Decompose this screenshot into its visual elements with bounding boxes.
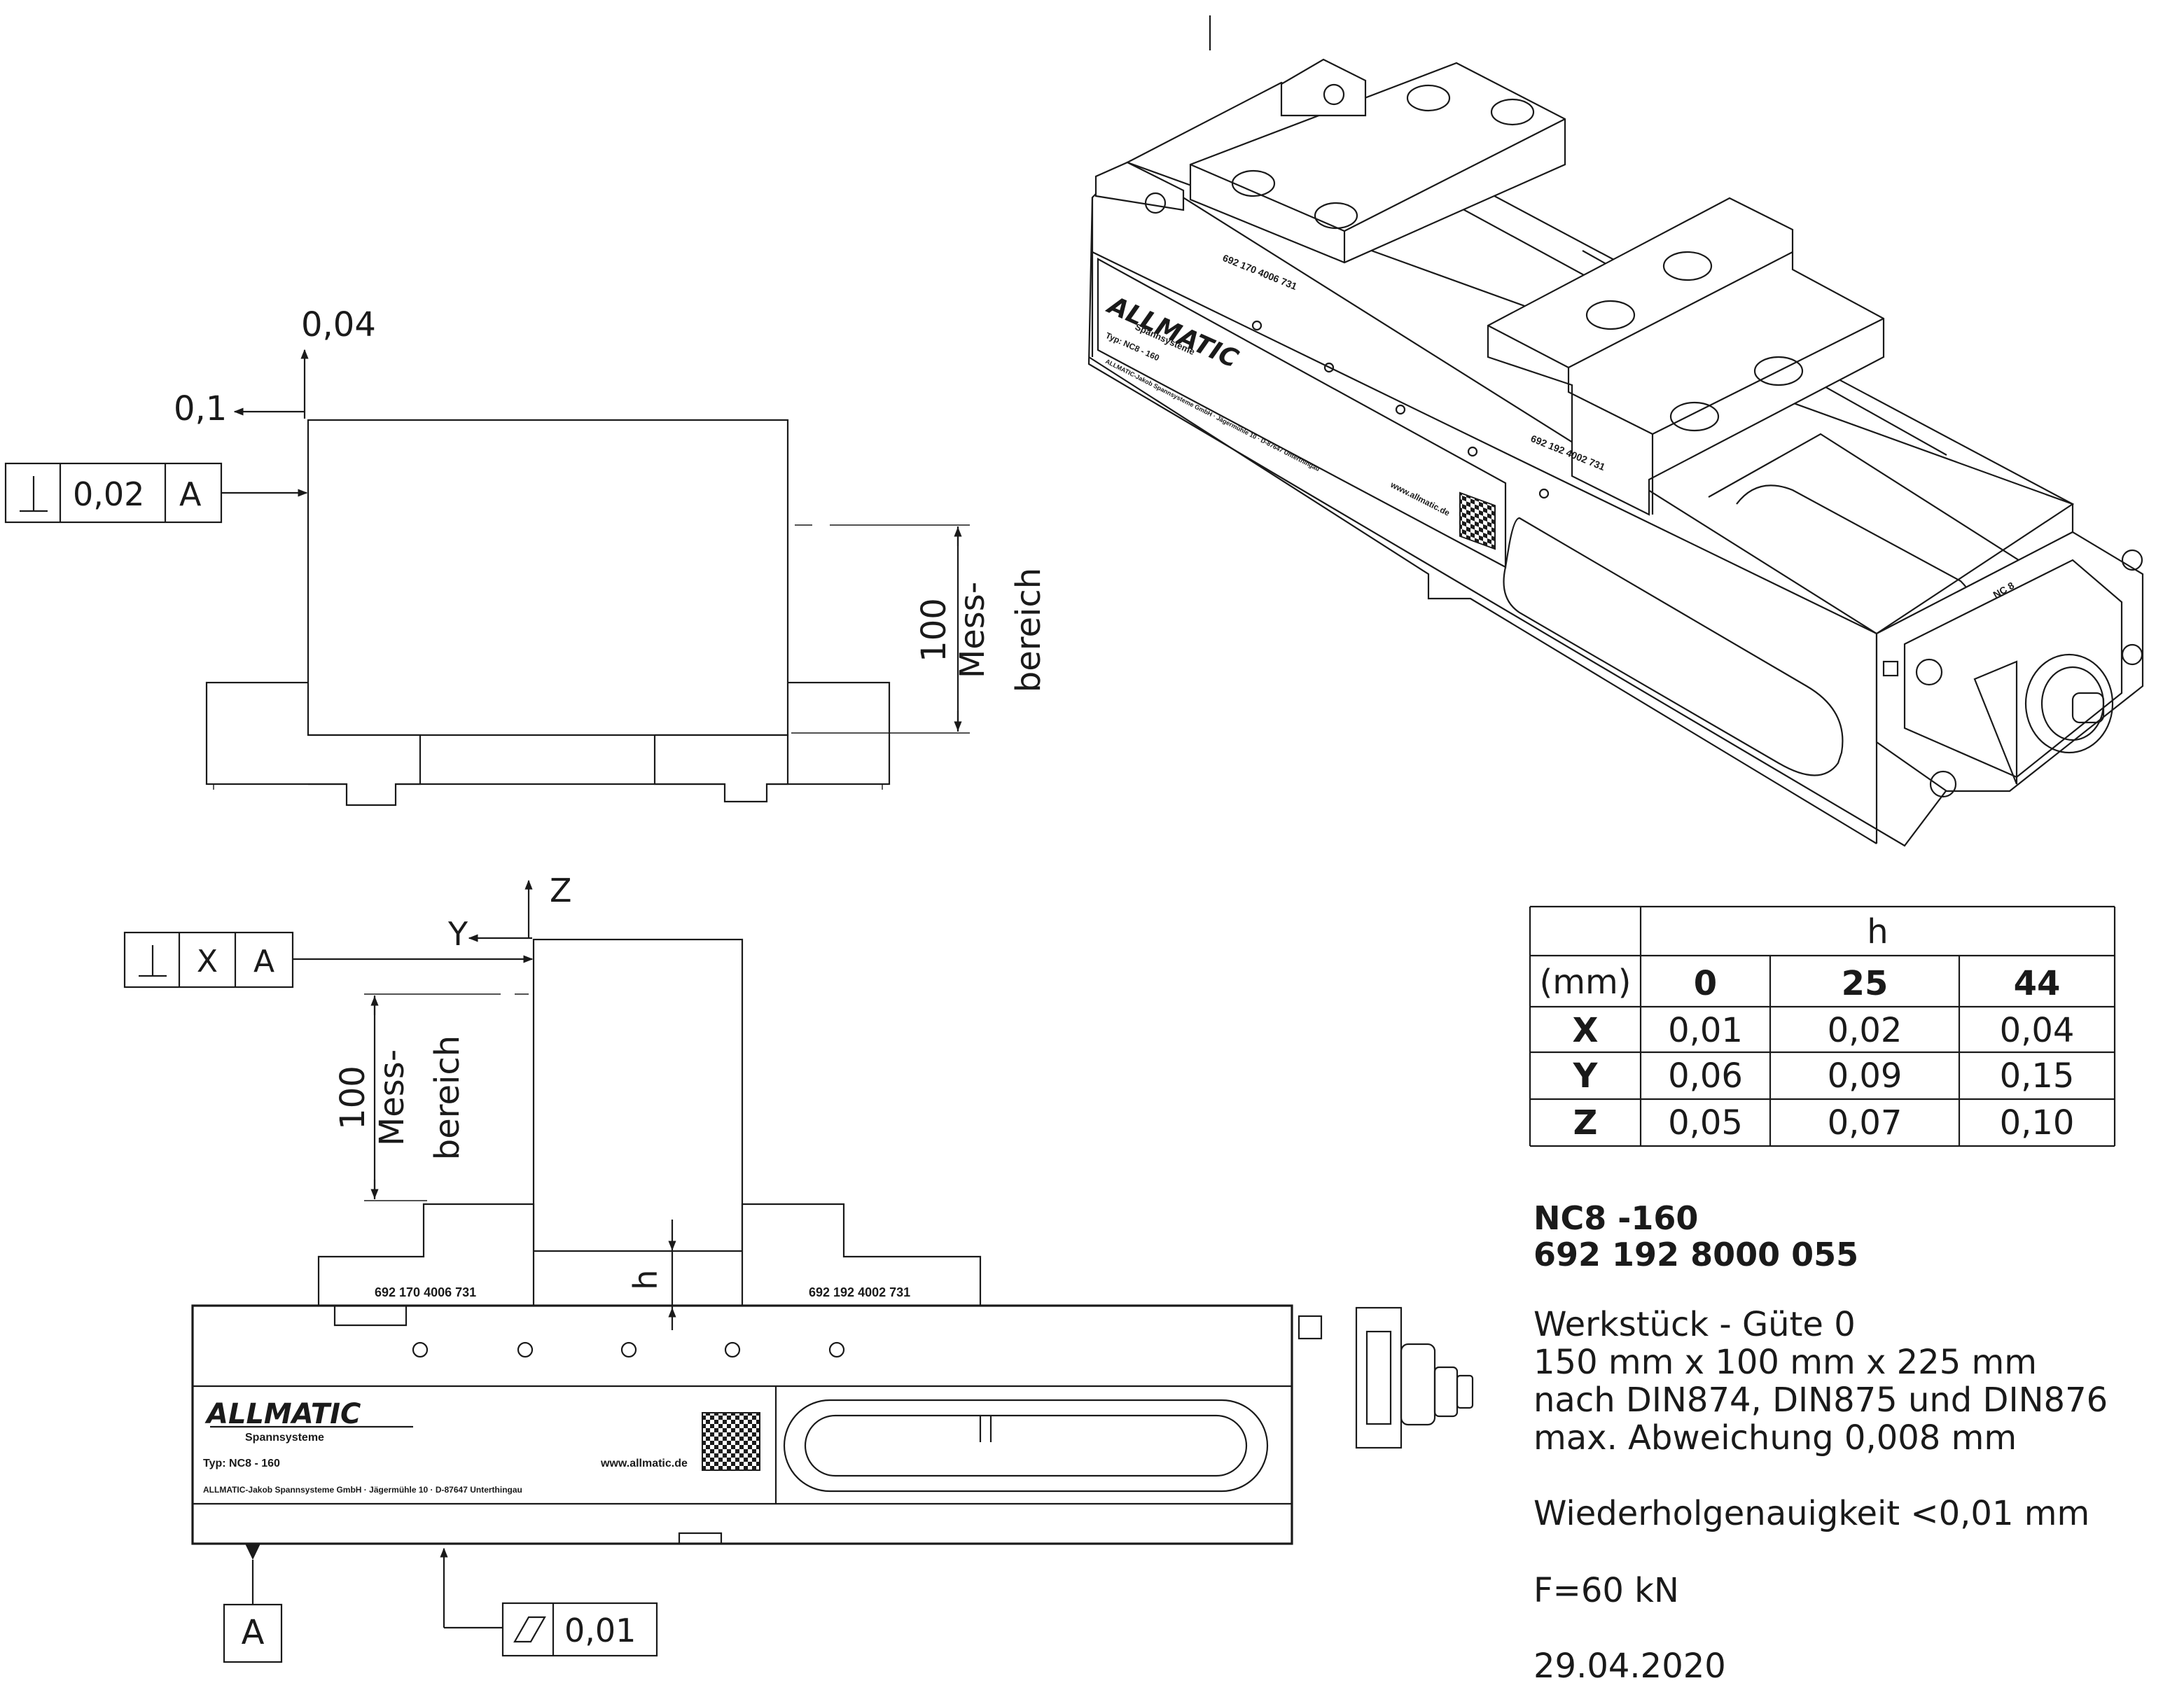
clamping-force: F=60 kN xyxy=(1533,1571,1679,1610)
front-crank-icon xyxy=(1456,1374,1474,1409)
front-dim-label-2: bereich xyxy=(428,1035,467,1160)
iso-end-plate xyxy=(1875,531,2144,792)
part-number: 692 192 8000 055 xyxy=(1533,1236,1858,1273)
table-cell: 0,02 xyxy=(1828,1011,1903,1050)
tol-horizontal-label: 0,1 xyxy=(174,389,227,428)
front-brand-sub: Spannsysteme xyxy=(245,1432,324,1444)
front-jaw-left-code: 692 170 4006 731 xyxy=(375,1285,476,1299)
drawing-date: 29.04.2020 xyxy=(1533,1647,1726,1686)
perpendicularity-value: 0,02 xyxy=(73,475,144,513)
flatness-symbol-icon xyxy=(513,1616,546,1643)
table-cell: 0,01 xyxy=(1668,1011,1743,1050)
iso-jaw-right xyxy=(1487,197,1885,516)
workpiece-deviation: max. Abweichung 0,008 mm xyxy=(1533,1418,2017,1458)
tol-vertical-label: 0,04 xyxy=(301,305,376,344)
top-view-jaw-right xyxy=(653,734,789,803)
perpendicularity-datum: A xyxy=(179,475,202,513)
table-cell: 0,04 xyxy=(2000,1011,2075,1050)
table-cell: 0,05 xyxy=(1668,1103,1743,1143)
table-row-label-z: Z xyxy=(1573,1103,1598,1143)
workpiece-title: Werkstück - Güte 0 xyxy=(1533,1305,1856,1344)
repeatability: Wiederholgenauigkeit <0,01 mm xyxy=(1533,1494,2089,1533)
table-cell: 0,10 xyxy=(2000,1103,2075,1143)
table-header-h: h xyxy=(1867,912,1888,951)
iso-crank-icon xyxy=(2024,653,2114,754)
front-guide-slot xyxy=(783,1399,1269,1493)
table-cell: 0,06 xyxy=(1668,1056,1743,1096)
iso-guide-slot xyxy=(1503,517,1844,776)
table-cell: 0,07 xyxy=(1828,1103,1903,1143)
info-block: NC8 -160 692 192 8000 055 Werkstück - Gü… xyxy=(1533,1199,2108,1686)
table-cell: 0,09 xyxy=(1828,1056,1903,1096)
table-row-label-y: Y xyxy=(1573,1056,1599,1096)
front-jaw-right-code: 692 192 4002 731 xyxy=(809,1285,910,1299)
flatness-value: 0,01 xyxy=(564,1612,636,1649)
model-name: NC8 -160 xyxy=(1533,1199,1698,1237)
axis-y-label: Y xyxy=(447,915,468,953)
iso-qr-code-icon xyxy=(1459,491,1496,550)
table-cell: 0,15 xyxy=(2000,1056,2075,1096)
tolerance-table: h (mm) 0 25 44X 0,01 0,02 0,04Y 0,06 0,09 0,15Z 0,0… xyxy=(1529,905,2116,1147)
axis-z-label: Z xyxy=(550,872,572,909)
front-frame-datum: A xyxy=(253,944,274,979)
top-view-jaw-left xyxy=(308,734,422,806)
front-brand: ALLMATIC xyxy=(204,1398,361,1430)
top-dim-label-1: Mess- xyxy=(953,582,992,678)
front-jaw-right xyxy=(741,1203,982,1306)
table-col-25: 25 xyxy=(1842,964,1889,1003)
isometric-view: ALLMATIC Spannsysteme Typ: NC8 - 160 ALL… xyxy=(1087,58,2144,847)
workpiece-size: 150 mm x 100 mm x 225 mm xyxy=(1533,1343,2037,1382)
front-address: ALLMATIC-Jakob Spannsysteme GmbH · Jäger… xyxy=(203,1485,522,1495)
front-workpiece xyxy=(532,938,744,1252)
top-dim-label-2: bereich xyxy=(1009,568,1048,692)
h-label: h xyxy=(627,1269,665,1290)
front-jaw-left xyxy=(317,1203,535,1306)
top-view-workpiece xyxy=(307,419,789,736)
front-web: www.allmatic.de xyxy=(600,1458,688,1469)
table-header-unit: (mm) xyxy=(1540,963,1632,1002)
top-dim-value: 100 xyxy=(914,598,954,662)
top-view: 0,04 0,1 0,02 A 100 Mess- bereich xyxy=(4,305,1048,806)
front-dim-label-1: Mess- xyxy=(373,1049,412,1146)
front-vice-body xyxy=(191,1304,1293,1545)
front-qr-code-icon xyxy=(702,1412,760,1471)
datum-a-box xyxy=(223,1603,283,1663)
front-type: Typ: NC8 - 160 xyxy=(203,1458,280,1469)
table-col-0: 0 xyxy=(1694,964,1717,1003)
front-nameplate: ALLMATIC Spannsysteme Typ: NC8 - 160 www… xyxy=(203,1398,760,1495)
flatness-frame xyxy=(501,1602,658,1657)
front-view: Z Y X A 100 Mess- bereich 692 170 4006 7… xyxy=(123,872,1474,1663)
table-row-label-x: X xyxy=(1572,1011,1598,1050)
front-end-square xyxy=(1298,1315,1323,1340)
workpiece-norm: nach DIN874, DIN875 und DIN876 xyxy=(1533,1381,2108,1420)
datum-a-label: A xyxy=(242,1613,265,1652)
front-dim-value: 100 xyxy=(333,1066,373,1130)
table-col-44: 44 xyxy=(2014,964,2061,1003)
front-frame-value: X xyxy=(197,944,218,979)
